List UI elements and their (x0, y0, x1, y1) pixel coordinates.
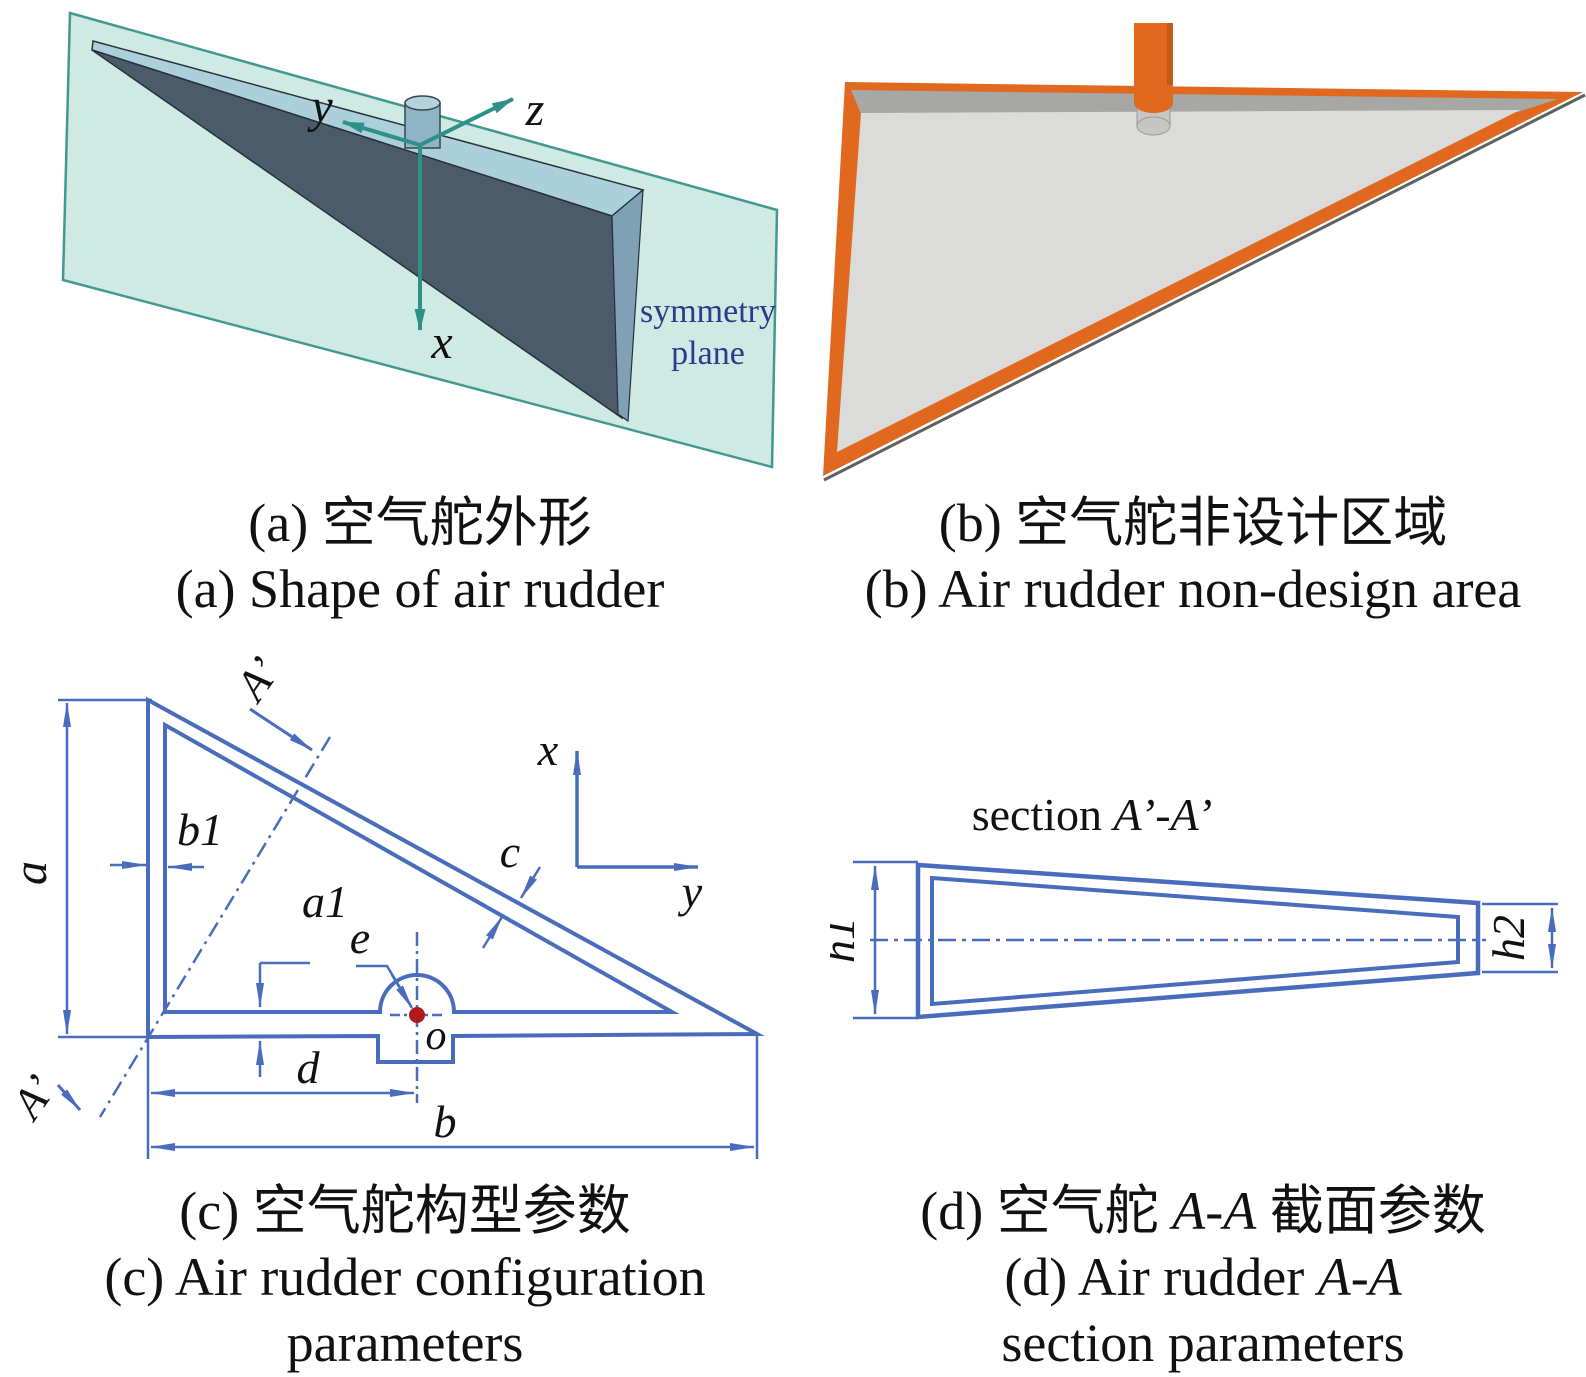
section-arrow-top (249, 707, 313, 752)
caption-a: (a) 空气舵外形 (a) Shape of air rudder (40, 490, 800, 622)
caption-d: (d) 空气舵 A-A 截面参数 (d) Air rudder A-A sect… (820, 1178, 1586, 1376)
axis-x-label: x (430, 316, 452, 369)
dim-b-label: b (434, 1096, 457, 1147)
shaft-cylinder (1134, 23, 1173, 103)
axis-y-label: y (306, 80, 333, 133)
plate-edge-shadow (823, 93, 1586, 482)
dim-d-label: d (297, 1042, 321, 1093)
section-arrow-bottom (56, 1084, 82, 1111)
panel-c-figure: a b1 a1 e c d b o x y A’ A’ (20, 648, 765, 1159)
caption-b: (b) 空气舵非设计区域 (b) Air rudder non-design a… (800, 490, 1586, 622)
origin-label: o (426, 1013, 447, 1059)
section-title-word: section (972, 789, 1102, 840)
section-label-top: A’ (225, 648, 290, 711)
shaft-shade (1167, 23, 1173, 85)
dim-a1-label: a1 (302, 876, 348, 927)
caption-c-en-line1: (c) Air rudder configuration (104, 1247, 706, 1307)
section-inner-outline (930, 875, 1460, 1007)
dim-e-label: e (350, 912, 370, 963)
axes-group (342, 97, 514, 331)
section-line (98, 736, 332, 1118)
dim-h2-label: h2 (1483, 915, 1534, 961)
caption-d-en-line2: section parameters (1001, 1313, 1405, 1373)
caption-c-en-line2: parameters (286, 1313, 524, 1373)
caption-b-en: (b) Air rudder non-design area (864, 559, 1522, 619)
section-title-name: A’-A’ (1111, 789, 1213, 840)
shaft-cylinder-tip (1134, 93, 1173, 113)
caption-c: (c) 空气舵构型参数 (c) Air rudder configuration… (10, 1178, 800, 1376)
caption-d-en-line1: (d) Air rudder A-A (1004, 1247, 1402, 1307)
rudder-inner-outline (163, 721, 680, 1014)
axis-z-label: z (525, 83, 545, 136)
panel-b-figure (823, 23, 1586, 482)
axis-z-arrow (419, 97, 514, 147)
dim-c-label: c (500, 826, 520, 877)
caption-c-zh: (c) 空气舵构型参数 (179, 1181, 631, 1241)
dim-c-arrow-lower (481, 916, 504, 949)
rudder-side-face (611, 188, 644, 423)
section-label-bottom: A’ (20, 1066, 66, 1129)
pivot-point (409, 1007, 425, 1023)
top-chamfer-band (851, 90, 1558, 114)
panel-a-figure: y z x symmetry plane (61, 11, 779, 469)
rudder-outer-outline (146, 696, 765, 1064)
caption-d-zh: (d) 空气舵 A-A 截面参数 (920, 1181, 1486, 1241)
dim-e-arrow (390, 974, 414, 1009)
dim-a-label: a (20, 861, 57, 885)
symmetry-plane-label-line1: symmetry (640, 293, 776, 330)
rudder-shaft-top (404, 95, 441, 111)
axis-y-arrow (342, 120, 421, 147)
caption-b-zh: (b) 空气舵非设计区域 (938, 493, 1448, 553)
section-outer-outline (915, 862, 1481, 1020)
caption-a-zh: (a) 空气舵外形 (248, 493, 592, 553)
design-area-face (837, 110, 1520, 452)
section-title: section A’-A’ (972, 789, 1213, 840)
dim-c-arrow-upper (519, 866, 542, 899)
caption-a-en: (a) Shape of air rudder (175, 559, 665, 619)
axis-y-label: y (678, 866, 703, 917)
panel-d-figure: section A’-A’ h1 h2 (830, 789, 1558, 1020)
dim-h1-label: h1 (830, 917, 864, 963)
shaft-sleeve-tip (1136, 116, 1171, 136)
symmetry-plane-label-line2: plane (671, 335, 745, 372)
axis-x-label: x (537, 724, 559, 775)
dim-b1-label: b1 (177, 804, 223, 855)
